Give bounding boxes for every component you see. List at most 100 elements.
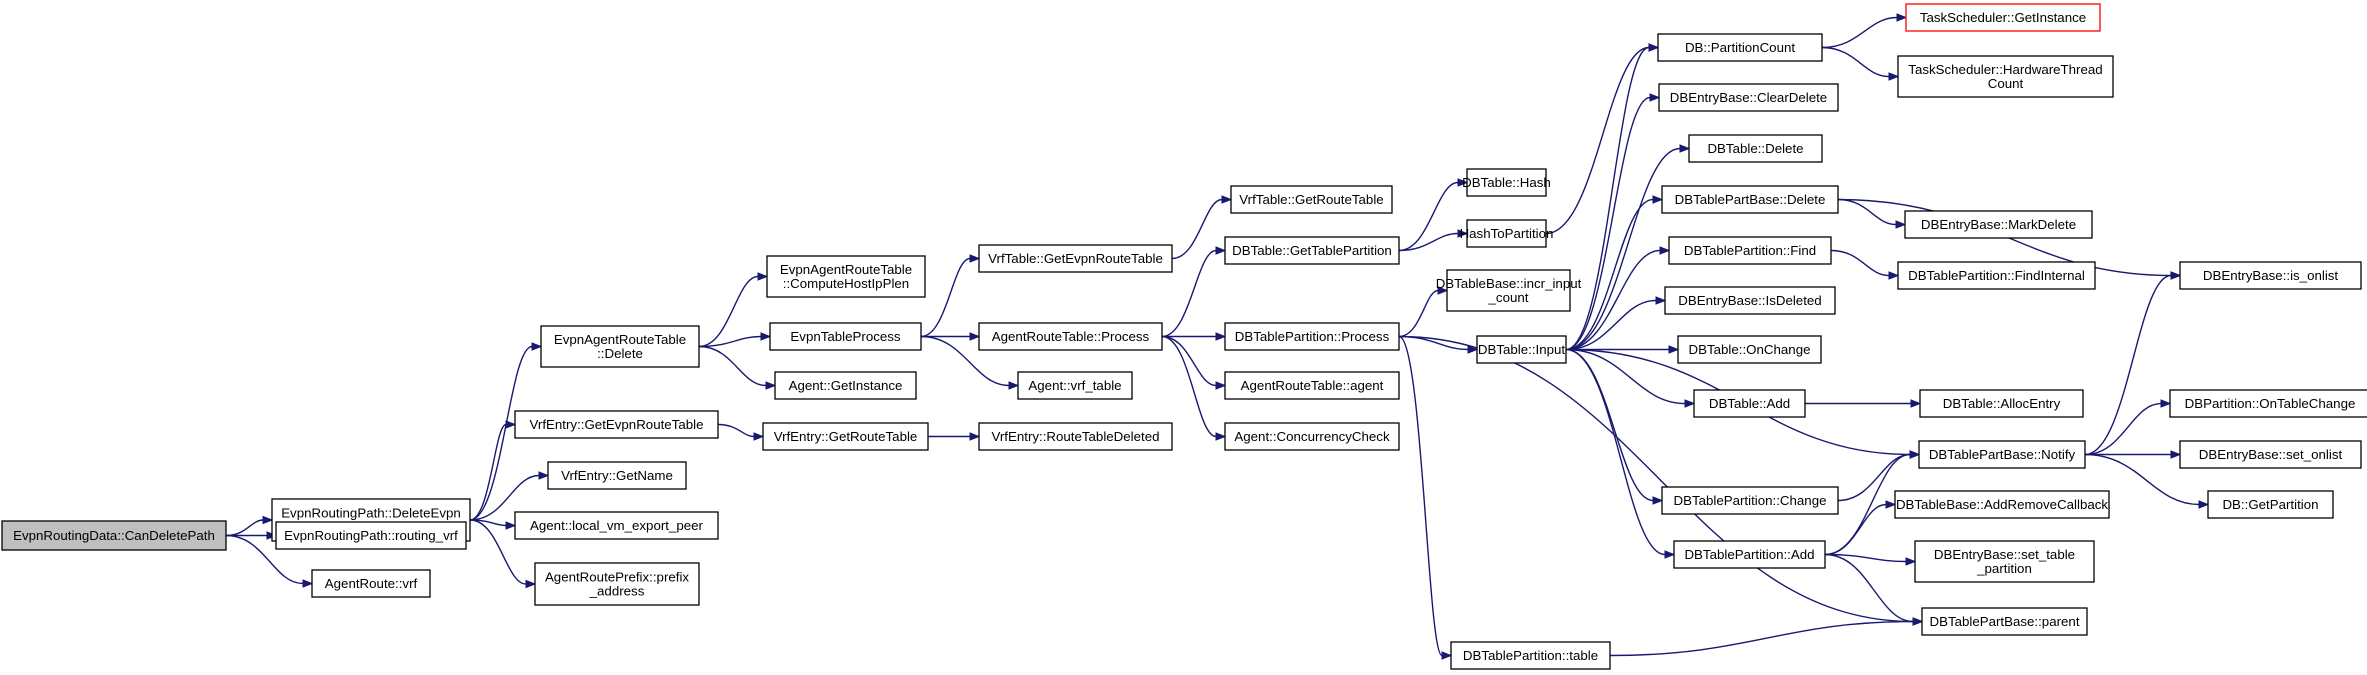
node-label: DBEntryBase::MarkDelete <box>1921 217 2076 232</box>
node-box <box>2207 490 2334 519</box>
graph-node-dbtp-table[interactable]: DBTablePartition::table <box>1450 641 1611 670</box>
graph-node-root[interactable]: EvpnRoutingData::CanDeletePath <box>1 520 227 551</box>
call-edge-arrowhead <box>1668 345 1680 354</box>
node-box <box>1 520 227 551</box>
call-edge <box>2084 271 2182 456</box>
call-edge <box>2084 399 2172 456</box>
node-label: AgentRoute::vrf <box>325 576 418 591</box>
call-edge <box>1565 93 1661 351</box>
node-label: DBTablePartBase::parent <box>1929 614 2079 629</box>
node-label: Agent::vrf_table <box>1028 378 1121 393</box>
graph-node-alloc-entry[interactable]: DBTable::AllocEntry <box>1919 389 2084 418</box>
graph-node-agent-vrftable[interactable]: Agent::vrf_table <box>1017 371 1133 400</box>
call-edge-arrowhead <box>760 332 772 341</box>
call-edge <box>1565 296 1667 351</box>
call-edge-arrowhead <box>765 381 777 390</box>
node-label: DBTable::Delete <box>1707 141 1803 156</box>
graph-node-rvrf[interactable]: EvpnRoutingPath::routing_vrf <box>275 521 467 550</box>
graph-node-rt-deleted[interactable]: VrfEntry::RouteTableDeleted <box>978 422 1173 451</box>
graph-node-agent-inst[interactable]: Agent::GetInstance <box>774 371 917 400</box>
graph-node-dbtp-process[interactable]: DBTablePartition::Process <box>1224 322 1400 351</box>
graph-node-arvrf[interactable]: AgentRoute::vrf <box>311 569 431 598</box>
call-edge <box>920 254 981 338</box>
graph-node-ontablechange[interactable]: DBPartition::OnTableChange <box>2169 389 2367 418</box>
call-edge-line <box>2084 274 2172 456</box>
call-edge-arrowhead <box>1909 450 1921 459</box>
call-edge <box>225 534 314 588</box>
graph-node-dbt-delete[interactable]: DBTable::Delete <box>1688 134 1823 163</box>
graph-node-notify[interactable]: DBTablePartBase::Notify <box>1918 440 2086 469</box>
call-edge <box>1609 617 1924 657</box>
graph-node-is-deleted[interactable]: DBEntryBase::IsDeleted <box>1664 286 1836 315</box>
graph-node-dbtp-find[interactable]: DBTablePartition::Find <box>1668 236 1832 265</box>
node-label: DBTable::GetTablePartition <box>1232 243 1392 258</box>
graph-node-vrf-getroute[interactable]: VrfEntry::GetRouteTable <box>762 422 929 451</box>
graph-node-dbt-getpart[interactable]: DBTable::GetTablePartition <box>1224 236 1400 265</box>
call-edge-arrowhead <box>1888 271 1900 280</box>
graph-node-set-table-part[interactable]: DBEntryBase::set_table_partition <box>1914 540 2095 583</box>
graph-node-hash2part[interactable]: HashToPartition <box>1460 219 1554 248</box>
graph-node-dbtpb-delete[interactable]: DBTablePartBase::Delete <box>1661 185 1839 214</box>
call-edge-line <box>1565 299 1657 351</box>
graph-node-etp[interactable]: EvpnTableProcess <box>769 322 922 351</box>
graph-node-dbt-hash[interactable]: DBTable::Hash <box>1462 168 1551 197</box>
graph-node-parent[interactable]: DBTablePartBase::parent <box>1921 607 2088 636</box>
node-label: DBEntryBase::is_onlist <box>2203 268 2339 283</box>
call-edge <box>1830 249 1900 280</box>
call-edge-arrowhead <box>1648 43 1660 52</box>
graph-node-vrftable-getevpn[interactable]: VrfTable::GetEvpnRouteTable <box>978 244 1173 273</box>
node-box <box>1918 440 2086 469</box>
node-box <box>534 562 700 606</box>
call-edge-arrowhead <box>1896 13 1908 22</box>
graph-node-art-process[interactable]: AgentRouteTable::Process <box>978 322 1163 351</box>
call-edge <box>469 519 537 589</box>
graph-node-is-onlist[interactable]: DBEntryBase::is_onlist <box>2179 261 2362 290</box>
graph-node-ts-getinst[interactable]: TaskScheduler::GetInstance <box>1905 3 2101 32</box>
call-edge-arrowhead <box>2170 271 2182 280</box>
node-label: DBEntryBase::set_onlist <box>2199 447 2343 462</box>
graph-node-getpartition[interactable]: DB::GetPartition <box>2207 490 2334 519</box>
graph-node-dbt-input[interactable]: DBTable::Input <box>1476 335 1567 364</box>
graph-node-local-vm[interactable]: Agent::local_vm_export_peer <box>514 511 719 540</box>
call-edge <box>1171 195 1233 260</box>
node-label: Agent::local_vm_export_peer <box>530 518 704 533</box>
node-box <box>275 521 467 550</box>
graph-node-addremove[interactable]: DBTableBase::AddRemoveCallback <box>1894 490 2110 519</box>
graph-node-onchange[interactable]: DBTable::OnChange <box>1677 335 1822 364</box>
graph-node-mark-delete[interactable]: DBEntryBase::MarkDelete <box>1904 210 2093 239</box>
graph-node-set-onlist[interactable]: DBEntryBase::set_onlist <box>2179 440 2362 469</box>
call-edges <box>225 13 2210 660</box>
node-box <box>1466 219 1547 248</box>
graph-node-concurrency[interactable]: Agent::ConcurrencyCheck <box>1224 422 1400 451</box>
call-edge <box>698 272 769 348</box>
call-edge-line <box>469 423 507 521</box>
call-edge <box>469 342 543 521</box>
node-label: HashToPartition <box>1460 226 1554 241</box>
call-edge <box>1565 246 1671 351</box>
graph-node-clear-delete[interactable]: DBEntryBase::ClearDelete <box>1658 83 1839 112</box>
call-edge-line <box>1837 198 1897 226</box>
graph-node-dbt-add[interactable]: DBTable::Add <box>1693 389 1806 418</box>
node-box <box>1688 134 1823 163</box>
graph-node-vrftable-getroute[interactable]: VrfTable::GetRouteTable <box>1230 185 1393 214</box>
graph-node-find-internal[interactable]: DBTablePartition::FindInternal <box>1897 261 2096 290</box>
call-edge-arrowhead <box>1215 432 1227 441</box>
call-edge-line <box>1565 348 1654 502</box>
graph-node-prefix[interactable]: AgentRoutePrefix::prefix_address <box>534 562 700 606</box>
graph-node-db-partcount[interactable]: DB::PartitionCount <box>1657 33 1823 62</box>
graph-node-incr-input[interactable]: DBTableBase::incr_input_count <box>1436 269 1582 312</box>
graph-node-dbtp-change[interactable]: DBTablePartition::Change <box>1661 486 1839 515</box>
call-edge <box>717 423 765 441</box>
call-edge-arrowhead <box>505 420 517 429</box>
node-label: DBTablePartition::Change <box>1673 493 1826 508</box>
graph-node-art-agent[interactable]: AgentRouteTable::agent <box>1224 371 1400 400</box>
graph-node-vrf-getevpn[interactable]: VrfEntry::GetEvpnRouteTable <box>514 410 719 439</box>
graph-node-dbtp-add[interactable]: DBTablePartition::Add <box>1673 540 1826 569</box>
graph-node-compute[interactable]: EvpnAgentRouteTable::ComputeHostIpPlen <box>766 255 926 298</box>
graph-node-vrf-getname[interactable]: VrfEntry::GetName <box>547 461 687 490</box>
call-edge <box>1565 348 1664 505</box>
graph-node-eart-del[interactable]: EvpnAgentRouteTable::Delete <box>540 325 700 368</box>
call-edge-arrowhead <box>757 272 769 281</box>
call-edge-line <box>1398 181 1459 252</box>
